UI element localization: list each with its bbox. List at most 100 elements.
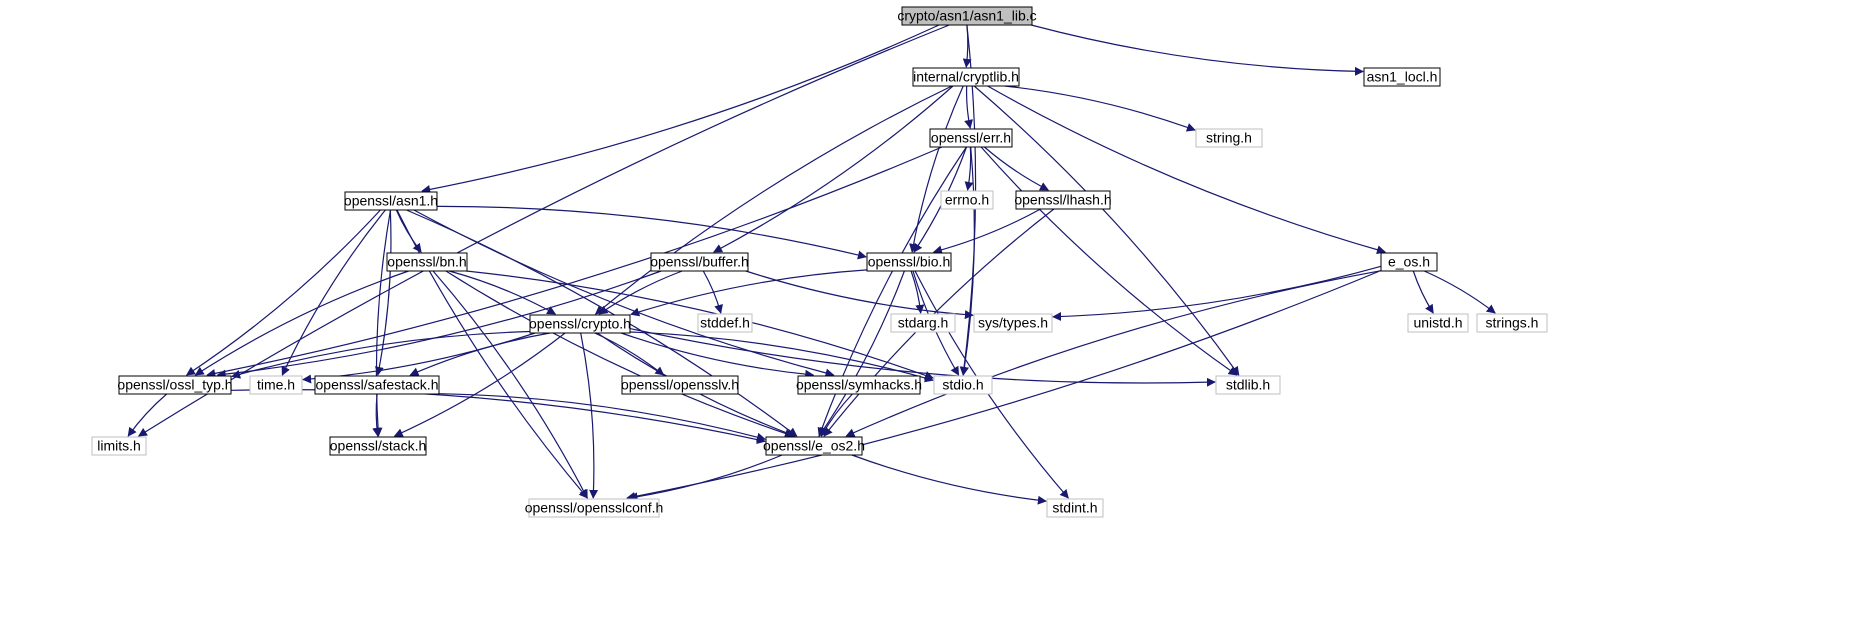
edge-crypto-to-stack bbox=[393, 332, 566, 437]
node-ossl_typ[interactable]: openssl/ossl_typ.h bbox=[117, 375, 233, 395]
edge-err-to-e_os2 bbox=[817, 146, 967, 437]
node-crypto[interactable]: openssl/crypto.h bbox=[529, 314, 631, 334]
edge-bio-to-e_os2 bbox=[818, 270, 905, 437]
node-label-crypto: openssl/crypto.h bbox=[529, 316, 631, 332]
node-label-systypes: sys/types.h bbox=[978, 315, 1048, 331]
edge-asn1_lib-to-limits bbox=[137, 24, 950, 437]
edge-asn1-to-opensslconf bbox=[396, 209, 588, 499]
edge-asn1_lib-to-asn1_locl bbox=[1031, 24, 1364, 76]
node-label-bn: openssl/bn.h bbox=[387, 254, 466, 270]
node-label-cryptlib: internal/cryptlib.h bbox=[913, 69, 1019, 85]
edge-crypto-to-symhacks bbox=[621, 332, 815, 379]
edge-ossl_typ-to-limits bbox=[127, 393, 168, 437]
node-box-asn1[interactable] bbox=[344, 191, 438, 211]
node-opensslv[interactable]: openssl/opensslv.h bbox=[621, 375, 739, 395]
node-err[interactable]: openssl/err.h bbox=[929, 128, 1013, 148]
node-box-bn[interactable] bbox=[386, 252, 468, 272]
edge-bn-to-opensslconf bbox=[432, 270, 588, 499]
node-box-ossl_typ[interactable] bbox=[118, 375, 232, 395]
edge-e_os-to-systypes bbox=[1052, 265, 1382, 322]
edge-bn-to-ossl_typ bbox=[194, 270, 409, 376]
node-stdarg: stdarg.h bbox=[890, 313, 956, 333]
node-label-asn1_locl: asn1_locl.h bbox=[1367, 69, 1438, 85]
edge-err-to-errno bbox=[964, 146, 974, 191]
edge-buffer-to-crypto bbox=[598, 270, 683, 315]
edge-bn-to-e_os2 bbox=[445, 270, 794, 438]
edge-buffer-to-systypes bbox=[745, 270, 974, 320]
node-asn1_locl[interactable]: asn1_locl.h bbox=[1363, 67, 1441, 87]
node-limits: limits.h bbox=[91, 436, 147, 456]
node-lhash[interactable]: openssl/lhash.h bbox=[1014, 190, 1112, 210]
node-box-bio[interactable] bbox=[866, 252, 952, 272]
node-layer: crypto/asn1/asn1_lib.c internal/cryptlib.… bbox=[91, 6, 1548, 518]
node-buffer[interactable]: openssl/buffer.h bbox=[650, 252, 749, 272]
node-box-asn1_lib[interactable] bbox=[901, 6, 1033, 26]
node-box-stdint bbox=[1046, 498, 1104, 518]
edge-bn-to-stdio bbox=[466, 270, 934, 380]
edge-err-to-lhash bbox=[984, 146, 1050, 191]
edge-symhacks-to-e_os2 bbox=[820, 393, 853, 437]
edge-asn1-to-safestack bbox=[374, 209, 392, 376]
node-asn1[interactable]: openssl/asn1.h bbox=[344, 191, 438, 211]
node-label-bio: openssl/bio.h bbox=[868, 254, 951, 270]
node-label-limits: limits.h bbox=[97, 438, 141, 454]
edge-safestack-to-stack bbox=[372, 393, 382, 437]
node-box-e_os[interactable] bbox=[1380, 252, 1438, 272]
node-label-opensslconf: openssl/opensslconf.h bbox=[525, 500, 664, 516]
node-box-stdlib bbox=[1215, 375, 1281, 395]
node-box-opensslv[interactable] bbox=[621, 375, 739, 395]
node-label-opensslv: openssl/opensslv.h bbox=[621, 377, 739, 393]
node-e_os2[interactable]: openssl/e_os2.h bbox=[763, 436, 865, 456]
edge-err-to-stdio bbox=[960, 146, 975, 376]
node-box-stack[interactable] bbox=[329, 436, 427, 456]
node-safestack[interactable]: openssl/safestack.h bbox=[314, 375, 440, 395]
edge-asn1-to-bio bbox=[436, 205, 867, 260]
node-bio[interactable]: openssl/bio.h bbox=[866, 252, 952, 272]
edge-e_os2-to-opensslconf bbox=[628, 454, 783, 502]
edge-err-to-ossl_typ bbox=[206, 146, 943, 378]
edge-safestack-to-e_os2 bbox=[438, 393, 766, 442]
node-box-lhash[interactable] bbox=[1015, 190, 1111, 210]
node-box-buffer[interactable] bbox=[650, 252, 749, 272]
node-symhacks[interactable]: openssl/symhacks.h bbox=[796, 375, 922, 395]
node-box-symhacks[interactable] bbox=[797, 375, 921, 395]
node-stack[interactable]: openssl/stack.h bbox=[329, 436, 427, 456]
node-cryptlib[interactable]: internal/cryptlib.h bbox=[912, 67, 1020, 87]
node-box-err[interactable] bbox=[929, 128, 1013, 148]
edge-crypto-to-stdlib bbox=[629, 328, 1216, 387]
node-label-lhash: openssl/lhash.h bbox=[1014, 192, 1111, 208]
node-box-unistd bbox=[1407, 313, 1469, 333]
node-asn1_lib[interactable]: crypto/asn1/asn1_lib.c bbox=[897, 6, 1037, 26]
edge-cryptlib-to-buffer bbox=[713, 85, 954, 253]
node-string: string.h bbox=[1195, 128, 1263, 148]
node-label-stdio: stdio.h bbox=[942, 377, 983, 393]
node-box-crypto[interactable] bbox=[529, 314, 631, 334]
edge-e_os-to-opensslconf bbox=[626, 269, 1382, 501]
node-box-safestack[interactable] bbox=[314, 375, 440, 395]
edge-e_os-to-e_os2 bbox=[845, 270, 1382, 437]
edge-e_os-to-strings bbox=[1423, 270, 1496, 314]
node-bn[interactable]: openssl/bn.h bbox=[386, 252, 468, 272]
node-label-e_os2: openssl/e_os2.h bbox=[763, 438, 865, 454]
node-unistd: unistd.h bbox=[1407, 313, 1469, 333]
node-label-stddef: stddef.h bbox=[700, 315, 750, 331]
node-box-asn1_locl[interactable] bbox=[1363, 67, 1441, 87]
node-box-cryptlib[interactable] bbox=[912, 67, 1020, 87]
edge-cryptlib-to-bio bbox=[909, 85, 964, 253]
node-label-stdint: stdint.h bbox=[1052, 500, 1097, 516]
edge-bio-to-crypto bbox=[630, 269, 868, 317]
node-label-asn1: openssl/asn1.h bbox=[344, 193, 438, 209]
node-label-strings: strings.h bbox=[1486, 315, 1539, 331]
node-stdio: stdio.h bbox=[933, 375, 993, 395]
node-e_os[interactable]: e_os.h bbox=[1380, 252, 1438, 272]
node-box-e_os2[interactable] bbox=[765, 436, 863, 456]
node-label-stdlib: stdlib.h bbox=[1226, 377, 1270, 393]
node-box-strings bbox=[1476, 313, 1548, 333]
node-box-stdarg bbox=[890, 313, 956, 333]
node-label-asn1_lib: crypto/asn1/asn1_lib.c bbox=[897, 8, 1036, 24]
node-label-time: time.h bbox=[257, 377, 295, 393]
edge-crypto-to-ossl_typ bbox=[231, 330, 531, 379]
node-box-systypes bbox=[973, 313, 1053, 333]
edge-ossl_typ-to-e_os2 bbox=[230, 389, 766, 444]
node-opensslconf: openssl/opensslconf.h bbox=[525, 498, 664, 518]
